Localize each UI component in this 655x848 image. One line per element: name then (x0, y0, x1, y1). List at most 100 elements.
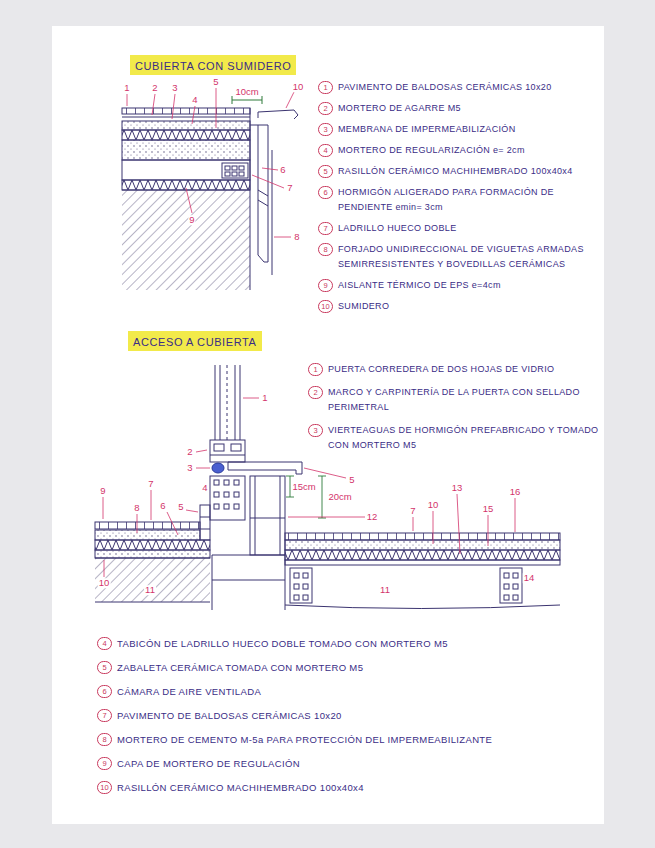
callout-number: 1 (261, 393, 268, 403)
section-title: ACCESO A CUBIERTA (133, 336, 257, 348)
ceramic-tiles (95, 522, 200, 529)
roof-access-section (95, 365, 560, 610)
key-entry: 3MEMBRANA DE IMPERMEABILIZACIÓN (318, 122, 602, 137)
callout-number: 11 (379, 585, 391, 595)
callout-number: 2 (186, 447, 193, 457)
floor-slab (122, 190, 250, 290)
key-text: CÁMARA DE AIRE VENTILADA (117, 684, 261, 699)
key-entry: 9CAPA DE MORTERO DE REGULACIÓN (97, 756, 587, 771)
key-text: FORJADO UNIDIRECCIONAL DE VIGUETAS ARMAD… (338, 242, 602, 272)
ceramic-plank (122, 130, 250, 140)
callout-number: 10cm (234, 87, 259, 97)
key-text: PUERTA CORREDERA DE DOS HOJAS DE VIDRIO (328, 362, 554, 377)
key-entry: 4 MORTERO DE REGULARIZACIÓN e= 2cm (318, 143, 602, 158)
callout-number: 13 (451, 483, 464, 493)
key-number: 5 (318, 165, 333, 178)
key-number: 7 (318, 222, 333, 235)
callout-number: 2 (151, 83, 158, 93)
highlighted-heading: CUBIERTA CON SUMIDERO (130, 55, 296, 75)
key-number: 10 (318, 300, 333, 313)
key-text: ZABALETA CERÁMICA TOMADA CON MORTERO M5 (117, 660, 363, 675)
callout-number: 1 (123, 83, 130, 93)
key-number: 8 (97, 733, 112, 746)
key-number: 8 (318, 243, 333, 256)
brick-support (290, 568, 312, 603)
callout-number: 8 (133, 503, 140, 513)
key-text: VIERTEAGUAS DE HORMIGÓN PREFABRICADO Y T… (328, 423, 602, 453)
hollow-brick (222, 163, 248, 178)
ceramic-tiles (122, 108, 250, 114)
key-number: 3 (308, 424, 323, 437)
ceramic-plank (95, 540, 210, 550)
callout-number: 15cm (291, 482, 316, 492)
drain-cap (250, 110, 298, 125)
key-number: 4 (97, 637, 112, 650)
protection-mortar (95, 530, 200, 540)
key-number: 6 (97, 685, 112, 698)
key-text: RASILLÓN CERÁMICO MACHIHEMBRADO 100x40x4 (338, 164, 573, 179)
ceramic-plank (285, 550, 560, 560)
protection-mortar (285, 540, 560, 550)
callout-number: 11 (144, 585, 156, 595)
callout-number: 15 (482, 504, 495, 514)
callout-number: 9 (99, 486, 106, 496)
callout-number: 6 (159, 501, 166, 511)
key-text: MORTERO DE REGULARIZACIÓN e= 2cm (338, 143, 525, 158)
callout-number: 7 (147, 479, 154, 489)
paper-sheet (52, 26, 604, 824)
callout-number: 10 (427, 500, 440, 510)
wall-face (250, 108, 251, 290)
key-text: SUMIDERO (338, 299, 389, 314)
callout-number: 9 (188, 215, 195, 225)
precast-sill (228, 462, 302, 474)
key-number: 2 (318, 102, 333, 115)
regularization-mortar (285, 560, 560, 565)
callout-number: 7 (286, 183, 293, 193)
key-entry: 6 CÁMARA DE AIRE VENTILADA (97, 684, 587, 699)
lightweight-concrete (122, 140, 250, 160)
callout-number: 6 (279, 165, 286, 175)
leader-lines (127, 88, 294, 237)
dimension-lines (286, 476, 326, 518)
callout-number: 16 (509, 487, 522, 497)
slope-layer (122, 160, 250, 180)
key-text: PAVIMENTO DE BALDOSAS CERÁMICAS 10x20 (338, 80, 552, 95)
sliding-glass-door (215, 365, 240, 440)
callout-number: 3 (171, 83, 178, 93)
key-text: RASILLÓN CERÁMICO MACHIHEMBRADO 100x40x4 (117, 780, 364, 795)
callout-number: 5 (177, 502, 184, 512)
numbered-key: 4TABICÓN DE LADRILLO HUECO DOBLE TOMADO … (97, 636, 587, 804)
callout-number: 4 (201, 483, 208, 493)
key-text: CAPA DE MORTERO DE REGULACIÓN (117, 756, 300, 771)
key-number: 2 (308, 386, 323, 399)
key-number: 7 (97, 709, 112, 722)
key-text: MARCO Y CARPINTERÍA DE LA PUERTA CON SEL… (328, 385, 602, 415)
slab-soffit (285, 605, 560, 609)
callout-number: 14 (523, 573, 536, 583)
callout-number: 5 (348, 475, 355, 485)
key-entry: 9AISLANTE TÉRMICO DE EPS e=4cm (318, 278, 602, 293)
key-entry: 8 FORJADO UNIDIRECCIONAL DE VIGUETAS ARMA… (318, 242, 602, 272)
section-title: CUBIERTA CON SUMIDERO (135, 60, 291, 72)
key-number: 6 (318, 186, 333, 199)
ventilated-air-gap (250, 476, 285, 555)
key-entry: 10RASILLÓN CERÁMICO MACHIHEMBRADO 100x40… (97, 780, 587, 795)
key-text: HORMIGÓN ALIGERADO PARA FORMACIÓN DE PEN… (338, 185, 602, 215)
key-number: 4 (318, 144, 333, 157)
numbered-key: 1 PAVIMENTO DE BALDOSAS CERÁMICAS 10x20 2M… (318, 80, 602, 320)
key-text: PAVIMENTO DE BALDOSAS CERÁMICAS 10x20 (117, 708, 342, 723)
bedding-mortar (122, 117, 250, 118)
key-number: 5 (97, 661, 112, 674)
leader-lines (103, 398, 515, 577)
key-entry: 6 HORMIGÓN ALIGERADO PARA FORMACIÓN DE PE… (318, 185, 602, 215)
key-entry: 8MORTERO DE CEMENTO M-5a PARA PROTECCIÓN… (97, 732, 587, 747)
key-number: 1 (318, 81, 333, 94)
callout-number: 7 (409, 506, 416, 516)
key-entry: 4TABICÓN DE LADRILLO HUECO DOBLE TOMADO … (97, 636, 587, 651)
hollow-brick-wall (210, 476, 245, 520)
callout-number: 12 (366, 512, 379, 522)
regularization-mortar (122, 121, 250, 130)
key-entry: 1PUERTA CORREDERA DE DOS HOJAS DE VIDRIO (308, 362, 602, 377)
key-text: LADRILLO HUECO DOBLE (338, 221, 457, 236)
